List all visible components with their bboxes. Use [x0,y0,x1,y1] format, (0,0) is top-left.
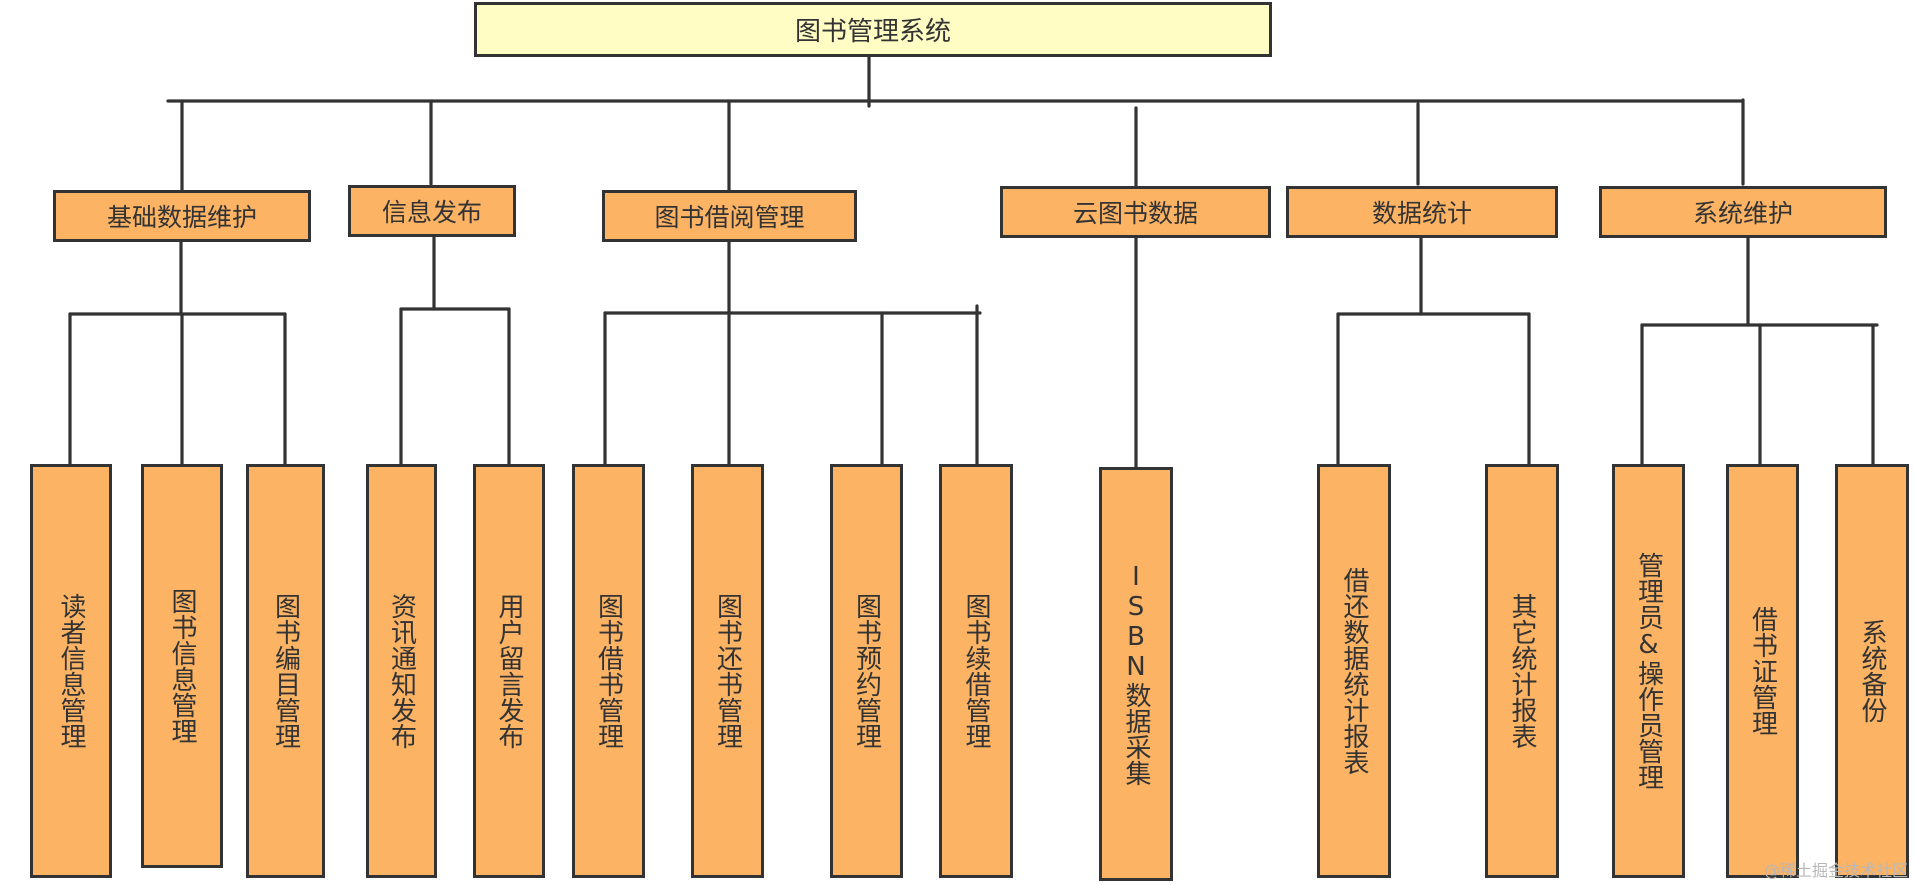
leaf-node-book-info: 图书信息管理 [141,464,223,868]
leaf-node-book-renew: 图书续借管理 [939,464,1013,878]
leaf-node-book-return: 图书还书管理 [691,464,764,878]
module-node-basic-data: 基础数据维护 [53,190,311,242]
leaf-node-other-report: 其它统计报表 [1485,464,1559,878]
leaf-node-library-card: 借书证管理 [1726,464,1799,878]
leaf-node-borrow-return-report: 借还数据统计报表 [1317,464,1391,878]
module-node-cloud-data: 云图书数据 [1000,186,1271,238]
leaf-node-book-reserve: 图书预约管理 [830,464,903,878]
root-node: 图书管理系统 [474,2,1272,57]
leaf-node-book-catalog: 图书编目管理 [246,464,325,878]
module-node-borrow-management: 图书借阅管理 [602,190,857,242]
module-node-statistics: 数据统计 [1286,186,1558,238]
leaf-node-news-release: 资讯通知发布 [366,464,437,878]
leaf-node-message-release: 用户留言发布 [473,464,545,878]
leaf-node-system-backup: 系统备份 [1835,464,1909,878]
leaf-node-isbn-collection: ISBN数据采集 [1099,467,1173,881]
module-node-system-maintenance: 系统维护 [1599,186,1887,238]
leaf-node-reader-info: 读者信息管理 [30,464,112,878]
leaf-node-admin-operator: 管理员&操作员管理 [1612,464,1685,878]
module-node-info-release: 信息发布 [348,185,516,237]
leaf-node-book-borrow: 图书借书管理 [572,464,645,878]
watermark-text: @稀土掘金技术社区 [1763,861,1908,880]
